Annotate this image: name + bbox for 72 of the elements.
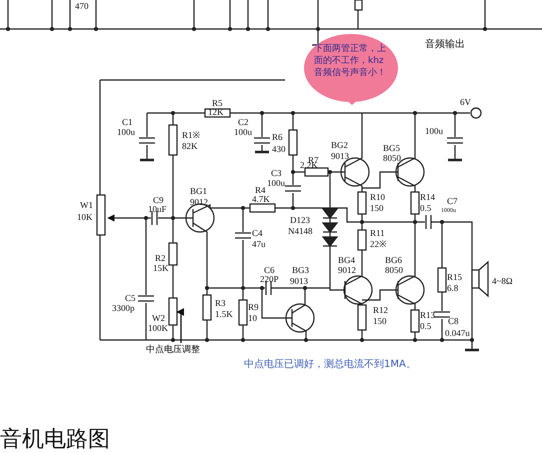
component-label: BG5 (383, 143, 400, 153)
component-label: 6.8 (447, 283, 458, 293)
component-label: 100u (425, 126, 443, 136)
component-label: 220P (260, 274, 279, 284)
component-label: C7 (447, 196, 458, 206)
output-label: 音频输出 (425, 40, 465, 50)
note-text: 中点电压已调好，测总电流不到1MA。 (244, 360, 416, 370)
component-label: R5 (212, 98, 223, 108)
component-label: 100u (234, 127, 252, 137)
component-label: D123 (290, 215, 310, 225)
component-label: 10 (248, 313, 257, 323)
component-label: BG1 (190, 186, 208, 196)
component-label: 10uF (148, 204, 167, 214)
component-label: R11 (370, 228, 385, 238)
component-label: BG4 (338, 255, 356, 265)
component-label: 9013 (290, 276, 308, 286)
component-label: W1 (80, 200, 93, 210)
component-label: R3 (215, 298, 226, 308)
component-label: 4.7K (252, 194, 270, 204)
component-label: C2 (238, 117, 249, 127)
component-label: C4 (252, 228, 263, 238)
component-label: 47u (252, 239, 266, 249)
component-label: R13 (420, 310, 436, 320)
component-label: 0.5 (420, 321, 432, 331)
component-label: 8050 (385, 265, 403, 275)
speech-bubble: 下面两管正常，上面的不工作，khz音频信号声音小！ (304, 34, 398, 102)
component-label: C8 (448, 316, 459, 326)
component-label: 6V (460, 97, 471, 107)
title-text: 音机电路图 (0, 427, 110, 451)
component-label: R6 (272, 132, 283, 142)
component-label: BG3 (292, 265, 310, 275)
component-label: 22※ (370, 239, 387, 249)
component-label: C9 (153, 195, 164, 205)
component-label: 150 (370, 203, 384, 213)
component-label: C3 (271, 168, 282, 178)
component-label: R1※ (182, 130, 201, 140)
component-label: R4 (255, 185, 266, 195)
component-label: N4148 (288, 226, 312, 236)
component-label: 9012 (338, 265, 356, 275)
component-label: 100u (267, 178, 285, 188)
component-label: 82K (182, 141, 198, 151)
component-label: 100u (117, 127, 135, 137)
component-label: R9 (248, 302, 259, 312)
component-label: BG6 (385, 255, 402, 265)
component-label: C6 (264, 265, 275, 275)
component-label: R10 (370, 192, 386, 202)
component-label: C5 (125, 293, 136, 303)
component-label: 10K (77, 212, 92, 222)
adjust-label: 中点电压调整 (146, 344, 200, 354)
component-label: R15 (447, 272, 462, 282)
component-label: 12K (208, 107, 224, 117)
component-label: 9012 (190, 197, 208, 207)
component-label: 150 (373, 316, 386, 326)
component-label: 430 (272, 144, 286, 154)
component-label: C1 (122, 117, 133, 127)
component-label: 4~8Ω (492, 276, 513, 286)
component-label: W2 (152, 313, 165, 323)
leader-arrow (176, 308, 184, 343)
component-label: R12 (373, 305, 388, 315)
component-label: R2 (155, 253, 166, 263)
component-label: 15K (153, 263, 168, 273)
component-label: R14 (420, 192, 436, 202)
potentiometer-symbol (168, 297, 178, 326)
component-label: 100K (148, 323, 168, 333)
component-label: 3300p (112, 303, 134, 313)
component-label: 0.047u (445, 328, 470, 338)
component-label: BG2 (331, 140, 348, 150)
component-label: 9013 (331, 151, 349, 161)
component-label: 0.5 (420, 203, 432, 213)
component-label: 8050 (383, 153, 401, 163)
component-label: 1.5K (215, 309, 233, 319)
component-label: 470 (75, 1, 88, 11)
